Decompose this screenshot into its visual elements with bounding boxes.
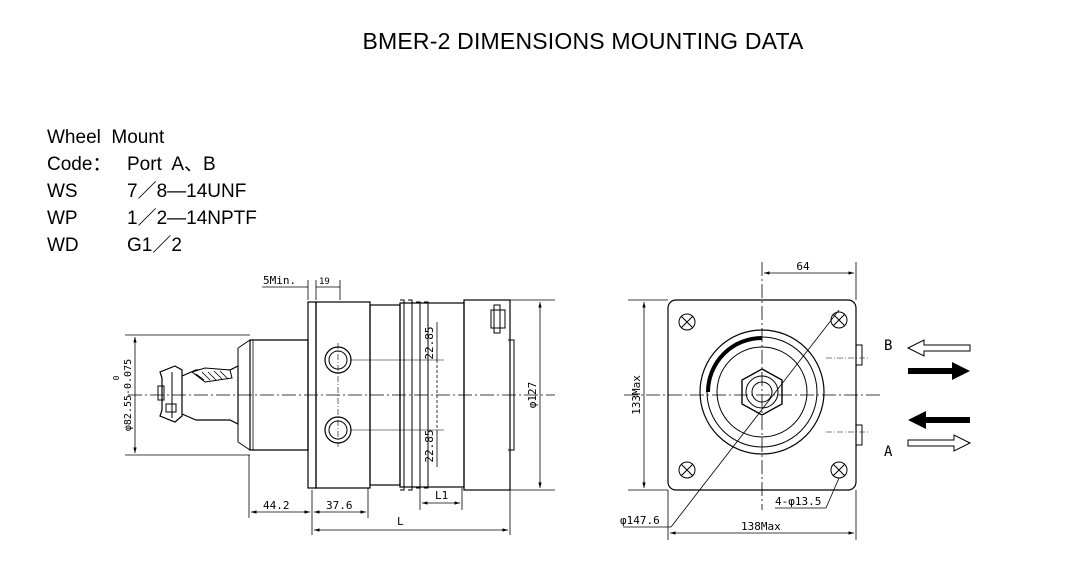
- pilot-ring: [699, 329, 825, 455]
- arrow-outline-left-icon: [906, 339, 971, 357]
- shaft-key: [165, 403, 177, 413]
- dim-mounting-holes: 4-φ13.5: [775, 495, 821, 508]
- dim-phi127: φ127: [526, 382, 539, 409]
- shaft-seal: [716, 346, 808, 438]
- mounting-hole-bl: [678, 461, 696, 479]
- shaft-pin: [157, 385, 165, 401]
- side-dimension-labels: 5Min. 19 22.85 22.85 φ127 φ82.55-0.075 0…: [112, 274, 539, 528]
- dim-64: 64: [796, 260, 810, 273]
- port-code-table: Wheel Mount Code： Port A、B WS 7／8—14UNF WP…: [47, 124, 257, 259]
- arrow-solid-right-icon: [908, 362, 970, 380]
- side-ports: [856, 344, 863, 446]
- dim-19: 19: [319, 277, 330, 287]
- front-dimensions: [623, 262, 857, 540]
- dim-5min: 5Min.: [263, 274, 296, 287]
- side-view: [128, 299, 555, 491]
- shaft-hatch: [195, 370, 229, 381]
- dim-L: L: [397, 515, 404, 528]
- rotation-arrow: [706, 336, 763, 393]
- port-a-label: A: [884, 444, 893, 460]
- plug: [490, 304, 506, 334]
- port-row-ws: WS 7／8—14UNF: [47, 178, 257, 205]
- housing-taper: [237, 339, 251, 451]
- front-view: [624, 262, 880, 510]
- port-code: WS: [47, 181, 78, 202]
- end-cap: [463, 299, 511, 491]
- dim-44-2: 44.2: [263, 499, 290, 512]
- cap-step: [508, 339, 515, 451]
- port-b-label: B: [884, 338, 892, 354]
- dim-37-6: 37.6: [326, 499, 353, 512]
- code-row: Code： Port A、B: [47, 151, 257, 178]
- dim-1476-line: [670, 309, 840, 528]
- code-value: Port A、B: [127, 154, 216, 175]
- front-dimension-labels: 64 133Max 4-φ13.5 φ147.6 138Max: [620, 260, 821, 533]
- port-row-wp: WP 1／2—14NPTF: [47, 205, 257, 232]
- mount-header: Wheel Mount: [47, 124, 257, 151]
- port-code: WP: [47, 208, 78, 229]
- body-grooves: [400, 299, 429, 491]
- mounting-hole-br: [830, 461, 848, 479]
- mounting-hole-tr: [830, 311, 848, 329]
- dim-holes-leader: [825, 477, 840, 509]
- mount-header-text: Wheel Mount: [47, 127, 165, 148]
- port-row-wd: WD G1／2: [47, 232, 257, 259]
- dim-2285-bottom: 22.85: [423, 429, 436, 462]
- shaft-core: [751, 381, 773, 403]
- dim-2285-top: 22.85: [423, 326, 436, 359]
- flow-arrows: B A: [884, 338, 972, 460]
- code-label: Code：: [47, 154, 112, 175]
- port-thread: G1／2: [127, 235, 182, 256]
- dim-L1: L1: [435, 489, 448, 502]
- arrow-outline-right-icon: [907, 434, 972, 452]
- dim-138max: 138Max: [741, 520, 781, 533]
- port-thread: 1／2—14NPTF: [127, 208, 257, 229]
- port-thread: 7／8—14UNF: [127, 181, 247, 202]
- mounting-hole-tl: [678, 313, 696, 331]
- dim-shaft-tolerance: 0: [112, 375, 121, 380]
- page-title: BMER-2 DIMENSIONS MOUNTING DATA: [362, 28, 804, 54]
- side-dimensions: [125, 280, 555, 535]
- dim-phi147-6: φ147.6: [620, 514, 660, 527]
- port-axes: [826, 357, 870, 433]
- shaft-nut-front: [741, 368, 783, 416]
- shaft-end: [745, 375, 779, 409]
- arrow-solid-left-icon: [908, 411, 970, 429]
- port-code: WD: [47, 235, 79, 256]
- dim-shaft-diameter: φ82.55-0.075: [123, 359, 134, 431]
- shaft-nut: [159, 365, 183, 423]
- dim-133max: 133Max: [630, 375, 643, 415]
